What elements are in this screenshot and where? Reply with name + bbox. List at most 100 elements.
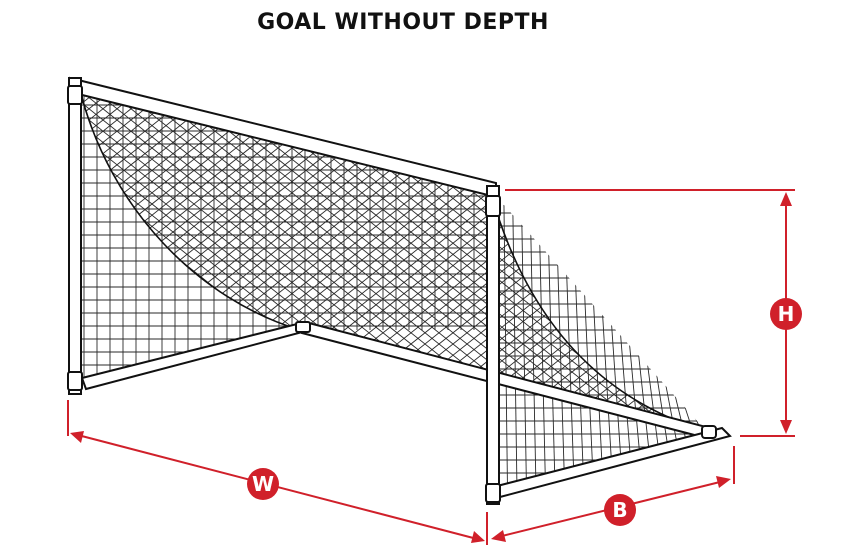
- net-strand: [742, 60, 860, 460]
- canopy-edge-right: [489, 189, 707, 432]
- net-strand: [80, 90, 333, 431]
- net-strand: [0, 60, 38, 460]
- net-strand: [80, 90, 277, 431]
- net-strand: [685, 90, 706, 431]
- left-post: [68, 77, 82, 395]
- height-label: H: [778, 302, 795, 326]
- net-strand: [80, 90, 193, 431]
- net-strand: [0, 60, 52, 460]
- base-marker: B: [604, 494, 636, 526]
- corner-joint: [701, 425, 717, 439]
- net-strand: [742, 60, 860, 460]
- net-strand: [447, 90, 706, 431]
- net-strand: [566, 273, 575, 472]
- net-strand: [539, 244, 546, 478]
- net-strand: [223, 90, 706, 431]
- base-label: B: [612, 498, 627, 522]
- net-strand: [279, 90, 706, 431]
- diagram-title: GOAL WITHOUT DEPTH: [257, 10, 549, 35]
- net-strand: [80, 90, 333, 431]
- net-strand: [646, 362, 660, 452]
- net-strand: [699, 90, 706, 431]
- net-strand: [784, 60, 860, 460]
- net-strand: [447, 90, 706, 431]
- net-strand: [489, 90, 706, 431]
- net-strand: [80, 90, 193, 431]
- net-strand: [728, 60, 860, 460]
- net-strand: [798, 60, 860, 460]
- net-strand: [517, 90, 706, 431]
- net-strand: [80, 90, 263, 431]
- net-strand: [584, 293, 594, 467]
- net-strand: [80, 90, 207, 431]
- back-ground-bar: [80, 320, 312, 391]
- net-strand: [0, 60, 38, 460]
- net-strand: [812, 60, 860, 460]
- net-strand: [840, 60, 860, 460]
- net-strand: [826, 60, 860, 460]
- net-strand: [699, 90, 706, 431]
- net-strand: [251, 90, 706, 431]
- net-strand: [475, 90, 706, 431]
- side-net: [495, 195, 725, 489]
- net-strand: [784, 60, 860, 460]
- net-strand: [0, 60, 24, 460]
- net-strand: [377, 90, 706, 431]
- net-strand: [601, 90, 706, 431]
- net-strand: [629, 90, 706, 431]
- corner-joint: [295, 321, 311, 333]
- net-strand: [657, 90, 706, 431]
- net-strand: [673, 391, 688, 445]
- net-strand: [0, 60, 10, 460]
- net-strand: [602, 312, 612, 463]
- front-ground-bar: [495, 426, 732, 499]
- net-strand: [279, 90, 706, 431]
- corner-joint: [67, 371, 83, 391]
- net-strand: [0, 60, 24, 460]
- net-strand: [756, 60, 860, 460]
- net-strand: [854, 60, 860, 460]
- net-strand: [671, 90, 706, 431]
- canopy-edge-left: [79, 89, 301, 331]
- net-strand: [655, 371, 669, 450]
- net-strand: [601, 90, 706, 431]
- net-strand: [80, 90, 221, 431]
- net-strand: [80, 90, 179, 431]
- dimension-arrowheads: [70, 192, 792, 543]
- net-strand: [611, 322, 622, 461]
- net-strand: [80, 90, 109, 431]
- net-strand: [657, 90, 706, 431]
- net-strand: [80, 90, 249, 431]
- net-strand: [587, 90, 706, 431]
- net-strand: [826, 60, 860, 460]
- net-strand: [503, 90, 706, 431]
- net-strand: [521, 224, 527, 483]
- net-strand: [0, 60, 52, 460]
- net-strand: [840, 60, 860, 460]
- net-strand: [629, 90, 706, 431]
- net-strand: [530, 234, 537, 481]
- net-strand: [770, 60, 860, 460]
- net-strand: [728, 60, 860, 460]
- corner-joint: [67, 85, 83, 105]
- net-strand: [512, 214, 518, 485]
- net-strand: [770, 60, 860, 460]
- net-strand: [293, 90, 706, 431]
- net-strand: [80, 90, 109, 431]
- net-strand: [489, 90, 706, 431]
- net-strand: [587, 90, 706, 431]
- net-strand: [80, 90, 235, 431]
- net-strand: [293, 90, 706, 431]
- net-strand: [475, 90, 706, 431]
- goal-frame: [67, 76, 732, 505]
- canopy-net: [0, 60, 860, 460]
- net-strand: [80, 90, 305, 431]
- net-strand: [685, 90, 706, 431]
- net-strand: [671, 90, 706, 431]
- corner-joint: [485, 483, 501, 503]
- crossbar: [69, 76, 497, 199]
- net-strand: [798, 60, 860, 460]
- net-strand: [0, 60, 66, 460]
- net-strand: [0, 60, 66, 460]
